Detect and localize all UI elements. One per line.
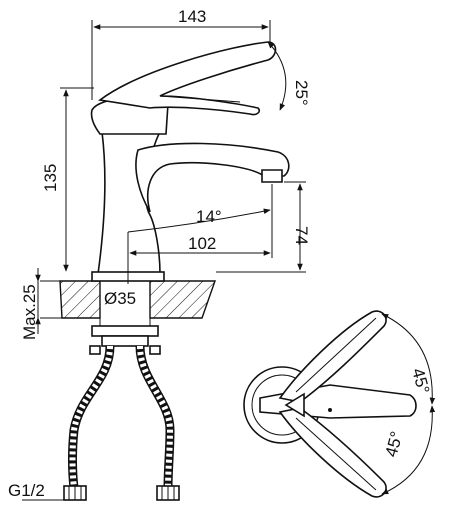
svg-text:25°: 25° xyxy=(292,80,311,106)
dimension-lever-angle: 25° xyxy=(267,41,311,111)
hole-diameter-label: Ø35 xyxy=(104,289,136,308)
dimension-spout-height: 74 xyxy=(216,181,311,273)
spout xyxy=(135,142,290,213)
thread-label: G1/2 xyxy=(8,481,45,500)
aerator xyxy=(261,169,283,183)
lever-rotated-right xyxy=(278,407,387,498)
dimension-rotation-right: 45° xyxy=(381,405,436,495)
dimension-rotation-left: 45° xyxy=(381,313,436,405)
svg-text:14°: 14° xyxy=(196,207,222,226)
flexible-hose-left xyxy=(63,345,115,501)
side-view: Ø35 xyxy=(8,7,311,501)
dimension-max-thickness: Max.25 xyxy=(20,268,41,340)
dimension-spout-angle: 14° xyxy=(127,207,271,233)
svg-text:Max.25: Max.25 xyxy=(20,284,39,340)
svg-text:135: 135 xyxy=(41,164,60,192)
svg-text:102: 102 xyxy=(188,234,216,253)
dimension-body-height: 135 xyxy=(41,87,94,272)
flexible-hose-right xyxy=(135,345,180,501)
svg-text:74: 74 xyxy=(292,226,311,245)
lever-handle xyxy=(98,41,277,116)
mounting-nut xyxy=(91,325,159,337)
top-view: 45° 45° xyxy=(243,310,436,498)
svg-text:45°: 45° xyxy=(382,429,407,459)
dimension-overall-width: 143 xyxy=(91,7,271,100)
dimension-spout-reach: 102 xyxy=(127,184,273,284)
svg-text:143: 143 xyxy=(178,7,206,26)
